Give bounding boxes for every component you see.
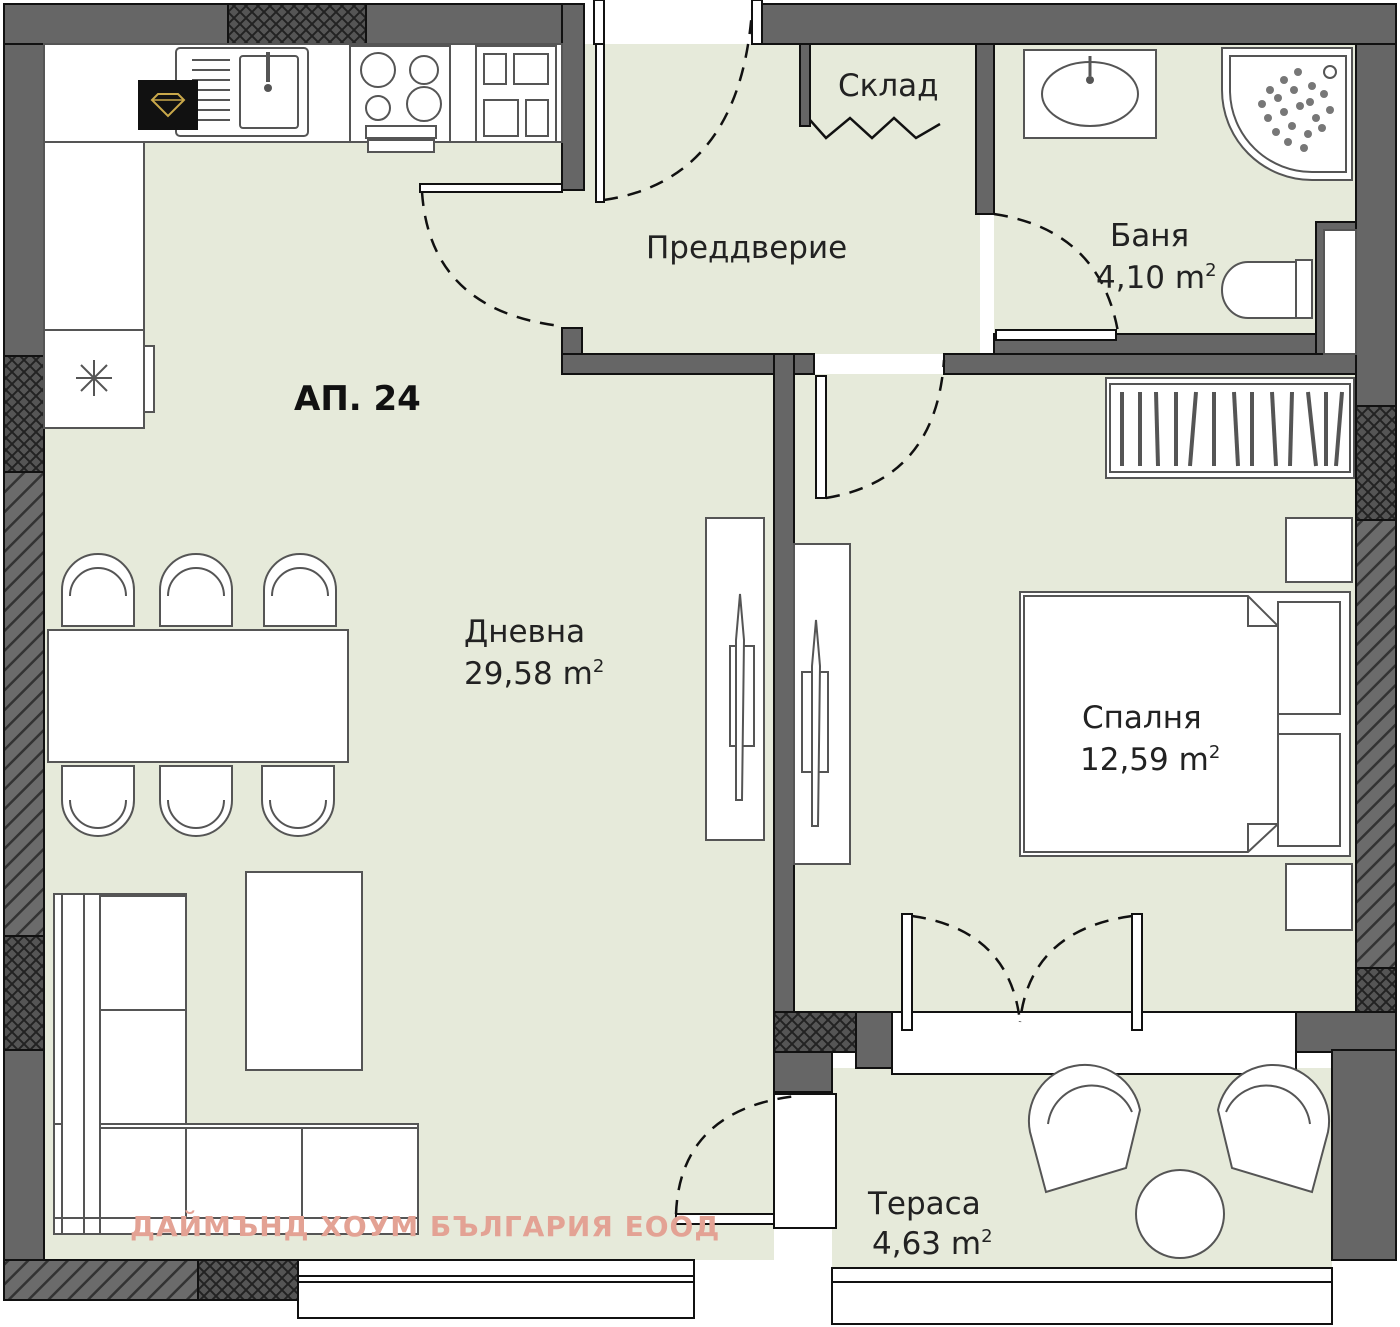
bed-icon — [1019, 591, 1351, 857]
sofa-icon — [53, 893, 419, 1235]
tv-icon — [705, 517, 851, 865]
toilet-icon — [1221, 229, 1357, 355]
extractor-icon — [76, 360, 112, 396]
cabinet-icon — [475, 45, 557, 143]
nightstand-bottom — [1285, 863, 1353, 931]
armchair-icon — [1027, 1063, 1331, 1259]
washbasin-icon — [1023, 49, 1157, 139]
room-name-storage: Склад — [838, 68, 939, 104]
area-superscript: 2 — [593, 656, 604, 677]
room-name-bedroom: Спалня — [1082, 700, 1202, 736]
stove-icon — [349, 45, 451, 153]
room-area-bedroom-value: 12,59 m — [1080, 742, 1209, 778]
walls — [3, 3, 1397, 1301]
area-superscript: 2 — [981, 1226, 992, 1247]
area-superscript: 2 — [1209, 742, 1220, 763]
nightstand-top — [1285, 517, 1353, 583]
room-area-living: 29,58 m2 — [464, 656, 604, 692]
room-area-bathroom-value: 4,10 m — [1096, 260, 1205, 296]
wardrobe-icon — [1105, 377, 1355, 479]
dining — [47, 553, 349, 837]
area-superscript: 2 — [1205, 260, 1216, 281]
apartment-label: АП. 24 — [294, 379, 421, 419]
storage-zigzag — [809, 116, 941, 140]
room-name-hall: Преддверие — [646, 230, 847, 266]
kitchen — [43, 43, 563, 429]
dining-chair-icon — [61, 553, 337, 837]
room-name-bathroom: Баня — [1110, 218, 1189, 254]
logo-diamond-icon — [138, 80, 198, 130]
coffee-table — [245, 871, 363, 1071]
room-area-living-value: 29,58 m — [464, 656, 593, 692]
room-area-terrace-value: 4,63 m — [872, 1226, 981, 1262]
doors — [419, 0, 1143, 1229]
room-area-bathroom: 4,10 m2 — [1096, 260, 1217, 296]
floor-storage — [760, 44, 980, 214]
room-area-bedroom: 12,59 m2 — [1080, 742, 1220, 778]
watermark-text: ДАЙМЪНД ХОУМ БЪЛГАРИЯ ЕООД — [130, 1209, 720, 1243]
room-name-living: Дневна — [464, 614, 585, 650]
shower-icon — [1221, 47, 1353, 181]
windows — [297, 1011, 1333, 1325]
room-name-terrace: Тераса — [867, 1186, 981, 1222]
room-area-terrace: 4,63 m2 — [872, 1226, 993, 1262]
